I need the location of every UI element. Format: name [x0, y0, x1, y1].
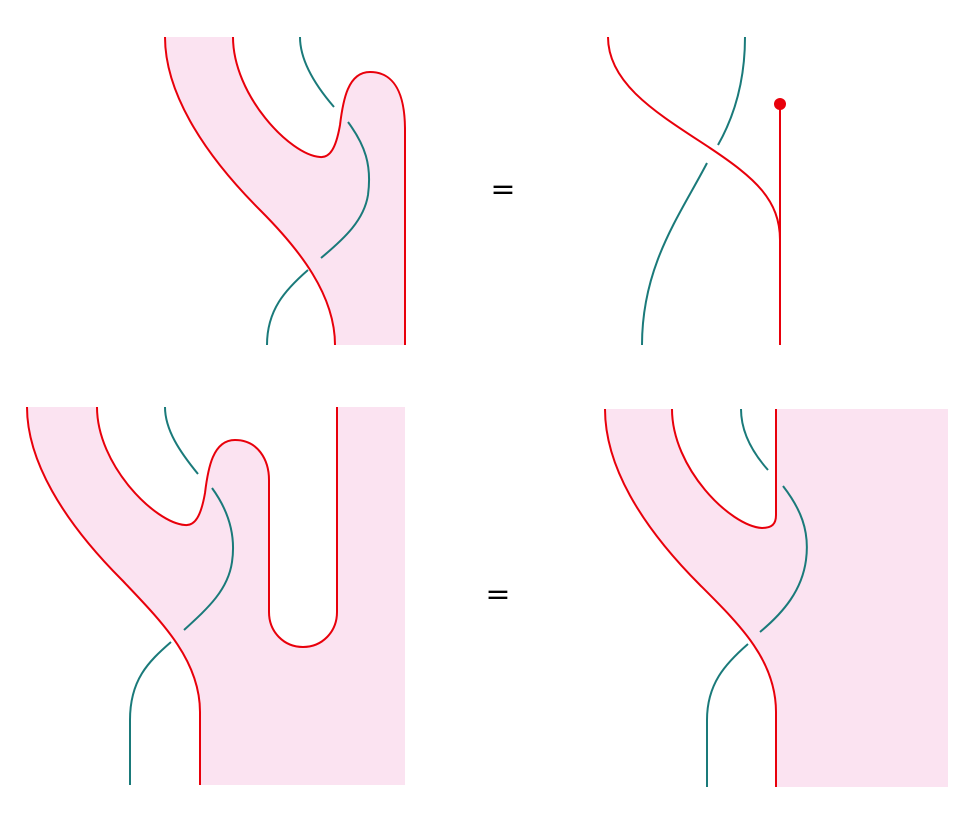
bottom-right-teal-strand-middle [759, 485, 808, 633]
bottom-left-teal-strand-middle [183, 487, 234, 631]
bottom-right-diagram [604, 408, 948, 787]
bottom-right-red-strand-inner [671, 408, 777, 530]
top-right-teal-strand-upper [717, 36, 746, 146]
top-left-red-strand-inner [232, 36, 406, 345]
top-left-teal-strand-lower [266, 269, 309, 346]
bottom-left-red-strand-inner [96, 406, 338, 649]
top-left-teal-strand-upper [299, 36, 335, 108]
top-left-red-strand-outer [164, 36, 336, 346]
top-left-teal-strand-middle [320, 121, 371, 259]
bottom-right-red-strand-outer [604, 408, 777, 787]
bottom-left-diagram [26, 406, 405, 785]
top-right-red-unit-dot [774, 98, 786, 110]
bottom-right-teal-strand-upper [740, 408, 769, 471]
equals-sign-top: = [490, 172, 515, 207]
top-right-red-strand [607, 36, 781, 345]
bottom-left-teal-strand-upper [164, 406, 199, 475]
equals-sign-bottom: = [485, 577, 510, 612]
top-left-shaded-region [165, 37, 405, 345]
top-right-diagram [607, 36, 786, 346]
bottom-right-shaded-region [605, 409, 948, 787]
bottom-left-red-strand-outer [26, 406, 201, 785]
top-left-diagram [164, 36, 406, 346]
bottom-right-teal-strand-lower [706, 643, 749, 787]
bottom-left-teal-strand-lower [129, 641, 172, 785]
top-right-teal-strand-lower [641, 162, 708, 346]
